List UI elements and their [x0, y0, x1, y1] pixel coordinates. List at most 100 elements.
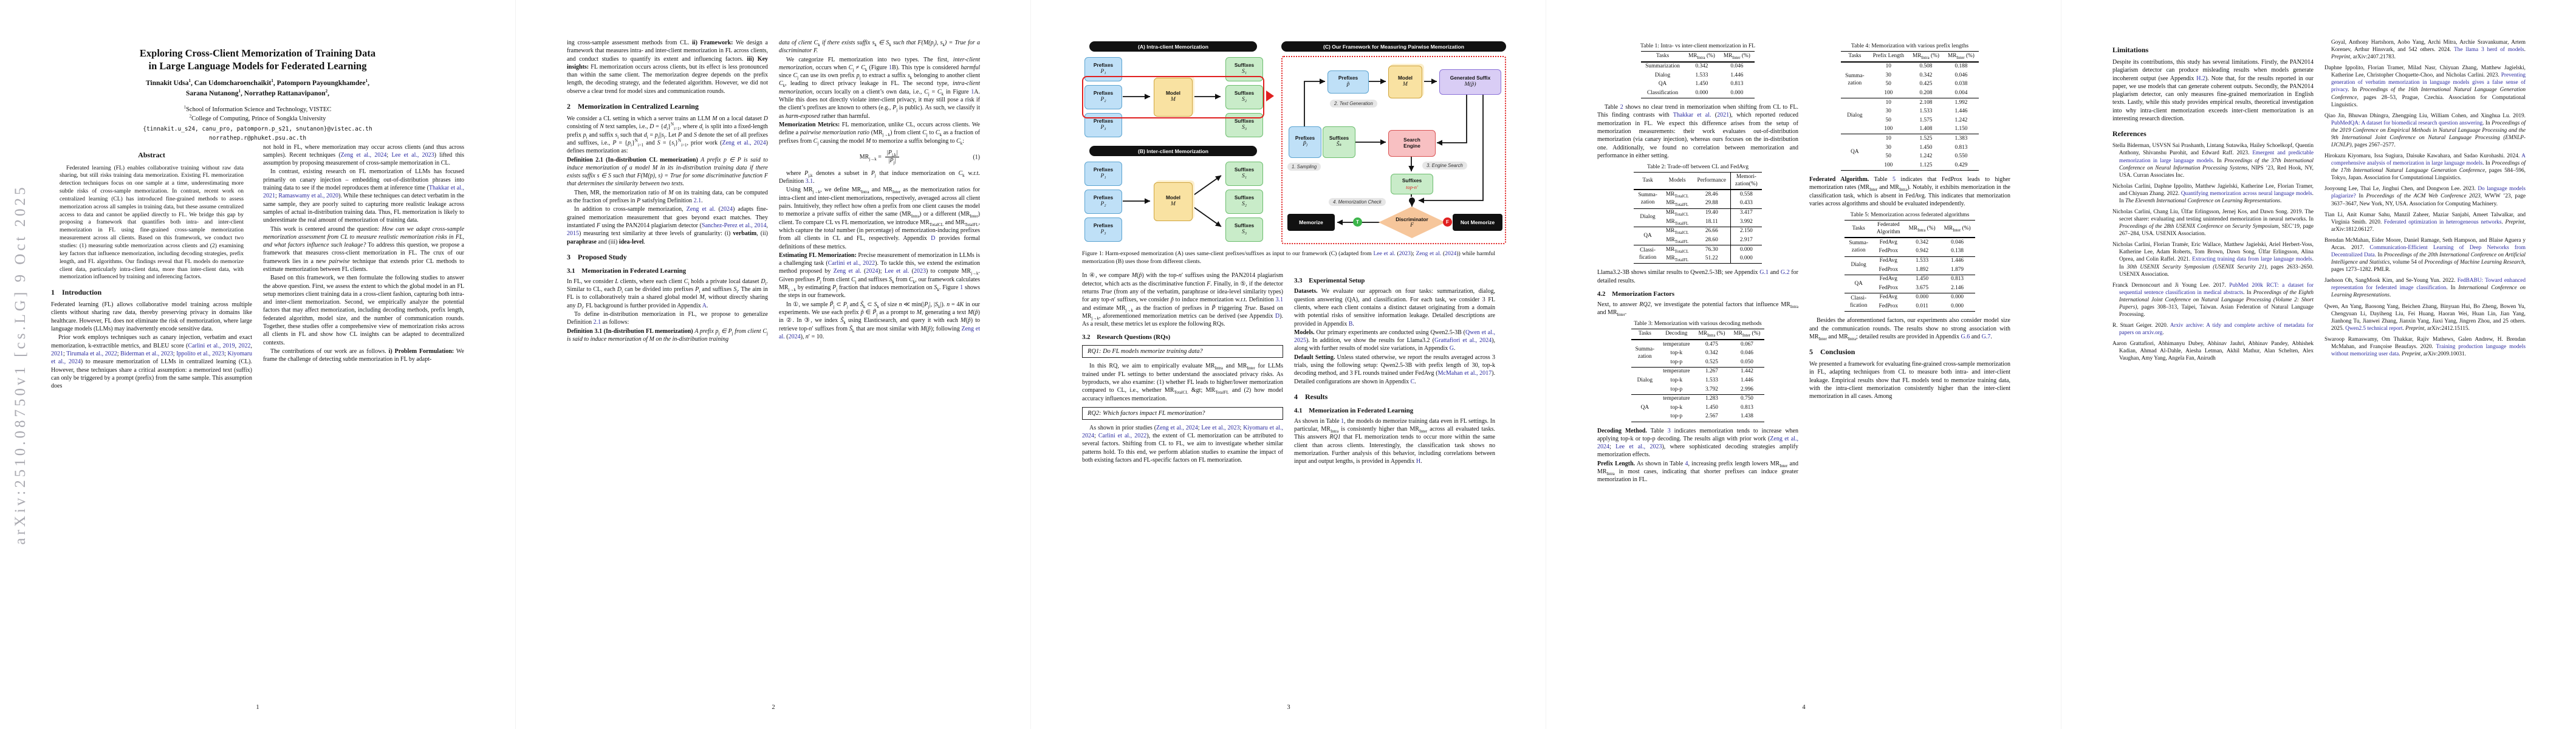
citation-link[interactable]: Zeng et al., 2024	[1156, 424, 1198, 431]
citation-link[interactable]: 2.1	[593, 319, 601, 326]
citation-link[interactable]: Thakkar et al.	[1673, 112, 1711, 119]
citation-link[interactable]: Lee et al., 2023	[1201, 424, 1240, 431]
table-cell: 1.450	[1904, 274, 1940, 284]
citation-link[interactable]: G.1	[1759, 269, 1769, 276]
citation-link[interactable]: B	[1348, 320, 1353, 327]
citation-link[interactable]: H.2	[2196, 75, 2205, 82]
citation-link[interactable]: Do language models plagiarize?	[2331, 186, 2526, 200]
citation-link[interactable]: Arxiv archive: A tidy and complete archi…	[2119, 323, 2314, 337]
citation-link[interactable]: Zeng et al., 2024	[722, 139, 766, 146]
subsection-heading: 3.2 Research Questions (RQs)	[1082, 334, 1171, 341]
citation-link[interactable]: Communication-Efficient Learning of Deep…	[2331, 244, 2526, 259]
panel-a-title: (A) Intra-client Memorization	[1089, 41, 1257, 52]
citation-link[interactable]: A comprehensive analysis of memorization…	[2331, 153, 2526, 167]
citation-link[interactable]: Zeng et al.	[779, 325, 981, 340]
citation-link[interactable]: D	[1275, 312, 1280, 320]
citation-link[interactable]: Ramaswamy et al., 2020	[278, 193, 339, 200]
citation-link[interactable]: Lee et al.	[884, 268, 909, 275]
citation-link[interactable]: 1	[889, 64, 892, 71]
citation-link[interactable]: Biderman et al., 2023	[120, 350, 173, 357]
citation-link[interactable]: C	[1410, 378, 1415, 385]
citation-link[interactable]: Zeng et al., 2024	[1597, 435, 1799, 451]
citation-link[interactable]: H	[1416, 458, 1421, 465]
reference-entry: Hirokazu Kiyomaru, Issa Sugiura, Daisuke…	[2324, 153, 2526, 182]
citation-link[interactable]: Quantifying memorization across neural l…	[2180, 190, 2312, 197]
table-cell: 0.425	[1919, 81, 1933, 87]
table-cell: FedProx	[1879, 284, 1899, 291]
citation-link[interactable]: Kiyomaru et al., 2024	[1082, 424, 1284, 440]
citation-link[interactable]: 2021	[51, 350, 63, 357]
citation-link[interactable]: Carlini et al., 2019	[188, 342, 235, 349]
citation-link[interactable]: 2021	[1717, 112, 1730, 119]
citation-link[interactable]: 2024	[788, 333, 801, 340]
citation-link[interactable]: Lee et al.	[1373, 250, 1396, 257]
citation-link[interactable]: G.2	[1780, 269, 1790, 276]
citation-link[interactable]: Qwen et al., 2025	[1294, 329, 1495, 344]
citation-link[interactable]: Zeng et al.	[833, 268, 862, 275]
citation-link[interactable]: 2023	[914, 268, 927, 275]
table-cell: 1.283	[1694, 394, 1730, 404]
citation-link[interactable]: G.7	[1981, 333, 1991, 340]
citation-link[interactable]: Zeng et al.	[1416, 250, 1442, 257]
table-cell: 100	[1884, 89, 1893, 96]
citation-link[interactable]: Tirumala et al., 2022	[66, 350, 117, 357]
citation-link[interactable]: 3.1	[805, 178, 814, 185]
citation-link[interactable]: 5	[1892, 176, 1896, 183]
citation-link[interactable]: 1	[960, 284, 964, 292]
table-cell: 3.792	[1705, 386, 1718, 392]
citation-link[interactable]: Zeng et al., 2024	[340, 151, 387, 159]
citation-link[interactable]: Extracting training data from large lang…	[2192, 256, 2312, 263]
citation-link[interactable]: 3.1	[1275, 296, 1284, 304]
citation-link[interactable]: 2024	[720, 206, 733, 213]
citation-link[interactable]: G.6	[1961, 333, 1970, 340]
reference-entry: Nicholas Carlini, Florian Tramèr, Eric W…	[2112, 242, 2314, 278]
citation-link[interactable]: PubMed 200k RCT: a dataset for sequentia…	[2119, 282, 2314, 296]
table-caption: Table 5: Memorization across federated a…	[1850, 211, 1970, 219]
table-cell: 0.038	[1954, 81, 1968, 87]
citation-link[interactable]: Qwen2.5 technical report	[2345, 325, 2403, 332]
citation-link[interactable]: Sanchez-Perez et al., 2014	[702, 222, 767, 229]
citation-link[interactable]: Kiyomaru et al., 2024	[51, 350, 253, 366]
citation-link[interactable]: A	[702, 302, 707, 309]
citation-link[interactable]: Training production language models with…	[2331, 343, 2526, 357]
citation-link[interactable]: 1	[971, 88, 975, 95]
citation-link[interactable]: Preventing generation of verbatim memori…	[2331, 72, 2526, 94]
citation-link[interactable]: Lee et al., 2023	[391, 151, 434, 159]
citation-link[interactable]: Zeng et al.	[686, 206, 716, 213]
citation-link[interactable]: Ippolito et al., 2023	[176, 350, 225, 357]
citation-link[interactable]: 2023	[1399, 250, 1411, 257]
citation-link[interactable]: G	[1449, 345, 1454, 352]
table-caption: Table 3: Memorization with various decod…	[1634, 320, 1762, 327]
table-cell: 2.996	[1740, 386, 1753, 392]
citation-link[interactable]: 2024	[1445, 250, 1457, 257]
citation-link[interactable]: Carlini et al., 2022	[1098, 433, 1147, 440]
citation-link[interactable]: 1	[1341, 417, 1345, 425]
citation-link[interactable]: 4	[1685, 460, 1688, 467]
citation-link[interactable]: The llama 3 herd of models	[2454, 47, 2524, 53]
citation-link[interactable]: Lee et al., 2023	[1615, 443, 1662, 451]
citation-link[interactable]: D	[931, 235, 936, 242]
citation-link[interactable]: Emergent and predictable memorization in…	[2119, 150, 2314, 164]
citation-link[interactable]: 2	[1620, 104, 1623, 111]
citation-link[interactable]: Grattafiori et al., 2024	[1434, 337, 1492, 344]
citation-link[interactable]: Carlini et al., 2022	[827, 260, 875, 267]
citation-link[interactable]: PubMedQA: A dataset for biomedical resea…	[2331, 120, 2483, 126]
citation-link[interactable]: 2015	[567, 230, 579, 238]
citation-link[interactable]: 3	[1667, 427, 1671, 434]
citation-link[interactable]: 2022	[238, 342, 251, 349]
citation-link[interactable]: 2.1	[693, 197, 702, 205]
citation-link[interactable]: Federated optimization in heterogeneous …	[2383, 219, 2502, 225]
citation-link[interactable]: Thakkar et al., 2021	[263, 185, 464, 200]
citation-link[interactable]: McMahan et al., 2017	[1437, 370, 1492, 377]
figure-panel-c: (C) Our Framework for Measuring Pairwise…	[1281, 41, 1507, 245]
citation-link[interactable]: 2024	[866, 268, 879, 275]
citation-link[interactable]: FedBABU: Toward enhanced representation …	[2331, 278, 2526, 292]
paragraph: Prefix Length. As shown in Table 4, incr…	[1597, 460, 1798, 484]
